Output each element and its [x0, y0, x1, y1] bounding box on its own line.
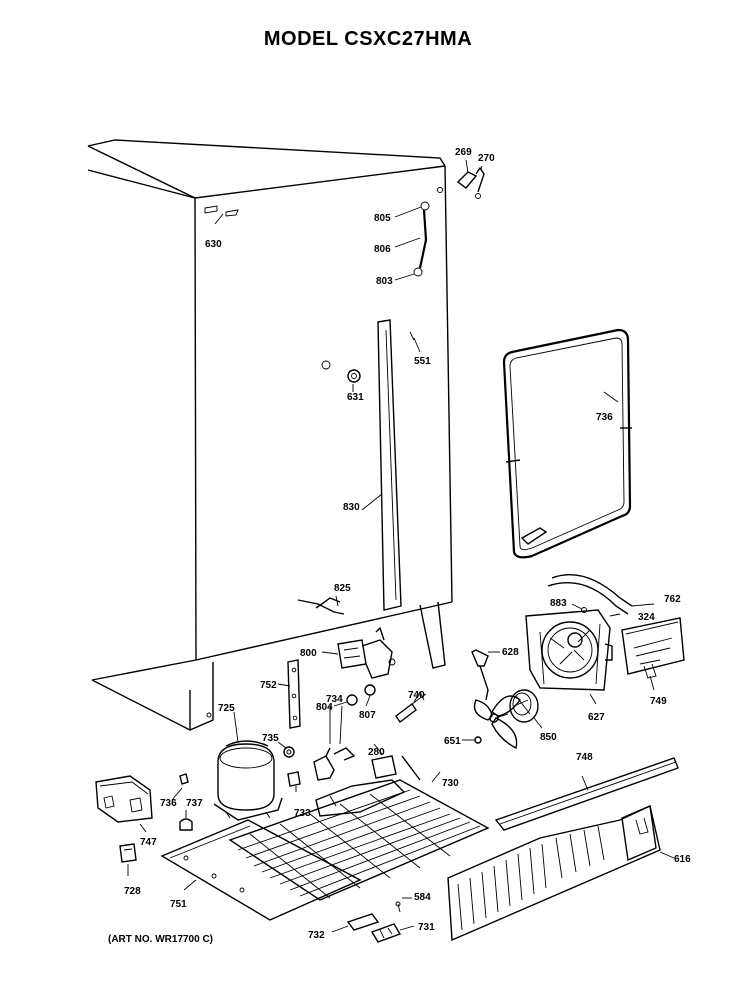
part-628-solenoid — [471, 649, 500, 701]
part-631-plug — [347, 369, 361, 392]
part-806-tube — [394, 201, 430, 281]
label-734: 734 — [326, 694, 343, 705]
part-734-bracket — [313, 705, 356, 781]
part-725-compressor — [213, 711, 283, 821]
label-725: 725 — [218, 703, 235, 714]
part-825-heater — [297, 595, 345, 615]
label-732: 732 — [308, 930, 325, 941]
part-752-bracket — [277, 659, 301, 729]
part-747-cover — [95, 775, 153, 833]
callout-labels: 269 270 805 806 803 630 551 631 736 830 … — [124, 147, 691, 941]
part-748-rail — [494, 757, 679, 831]
label-807: 807 — [359, 710, 376, 721]
part-732-pad — [331, 913, 380, 933]
part-324-tab — [609, 613, 621, 617]
label-804: 804 — [316, 702, 333, 713]
label-627: 627 — [588, 712, 605, 723]
label-830: 830 — [343, 502, 360, 513]
label-749: 749 — [650, 696, 667, 707]
label-731: 731 — [418, 922, 435, 933]
label-269: 269 — [455, 147, 472, 158]
label-762: 762 — [664, 594, 681, 605]
part-751-base — [160, 819, 362, 921]
label-805: 805 — [374, 213, 391, 224]
part-584-screw — [395, 897, 412, 913]
part-730-condenser — [228, 755, 490, 901]
label-883: 883 — [550, 598, 567, 609]
part-551-screw — [409, 331, 421, 353]
part-740-clip — [395, 691, 427, 724]
label-280: 280 — [368, 747, 385, 758]
part-736-737-small — [171, 773, 193, 831]
label-747: 747 — [140, 837, 157, 848]
label-740: 740 — [408, 690, 425, 701]
part-731-bracket — [370, 923, 415, 943]
label-551: 551 — [414, 356, 431, 367]
label-584: 584 — [414, 892, 431, 903]
label-736b: 736 — [160, 798, 177, 809]
label-737: 737 — [186, 798, 203, 809]
label-616: 616 — [674, 854, 691, 865]
part-830-rail — [361, 319, 402, 611]
label-651: 651 — [444, 736, 461, 747]
part-804-807-fittings — [333, 684, 376, 707]
part-733-relay — [287, 771, 301, 792]
part-883-screw — [571, 603, 587, 613]
cabinet — [87, 139, 453, 731]
label-628: 628 — [502, 647, 519, 658]
label-803: 803 — [376, 276, 393, 287]
label-752: 752 — [260, 680, 277, 691]
label-324: 324 — [638, 612, 655, 623]
label-730: 730 — [442, 778, 459, 789]
label-800: 800 — [300, 648, 317, 659]
part-728-connector — [119, 843, 137, 876]
label-850: 850 — [540, 732, 557, 743]
label-806: 806 — [374, 244, 391, 255]
part-762-tube — [547, 574, 655, 615]
label-751: 751 — [170, 899, 187, 910]
diagram-title: MODEL CSXC27HMA — [263, 28, 473, 50]
part-749-board — [621, 617, 685, 691]
label-728: 728 — [124, 886, 141, 897]
label-748: 748 — [576, 752, 593, 763]
label-735: 735 — [262, 733, 279, 744]
art-number: (ART NO. WR17700 C) — [108, 934, 214, 945]
label-631: 631 — [347, 392, 364, 403]
part-651-fan-blade — [462, 695, 521, 750]
label-736a: 736 — [596, 412, 613, 423]
part-630-tab — [204, 205, 239, 225]
part-627-fan-housing — [525, 609, 613, 705]
label-630: 630 — [205, 239, 222, 250]
label-733: 733 — [294, 808, 311, 819]
part-269-270-bracket — [456, 159, 485, 199]
part-850-motor — [509, 689, 543, 729]
label-270: 270 — [478, 153, 495, 164]
part-616-grille — [447, 804, 675, 942]
part-735-grommet — [277, 741, 295, 758]
part-736-gasket — [502, 328, 632, 559]
part-800-valve — [321, 626, 396, 679]
label-825: 825 — [334, 583, 351, 594]
